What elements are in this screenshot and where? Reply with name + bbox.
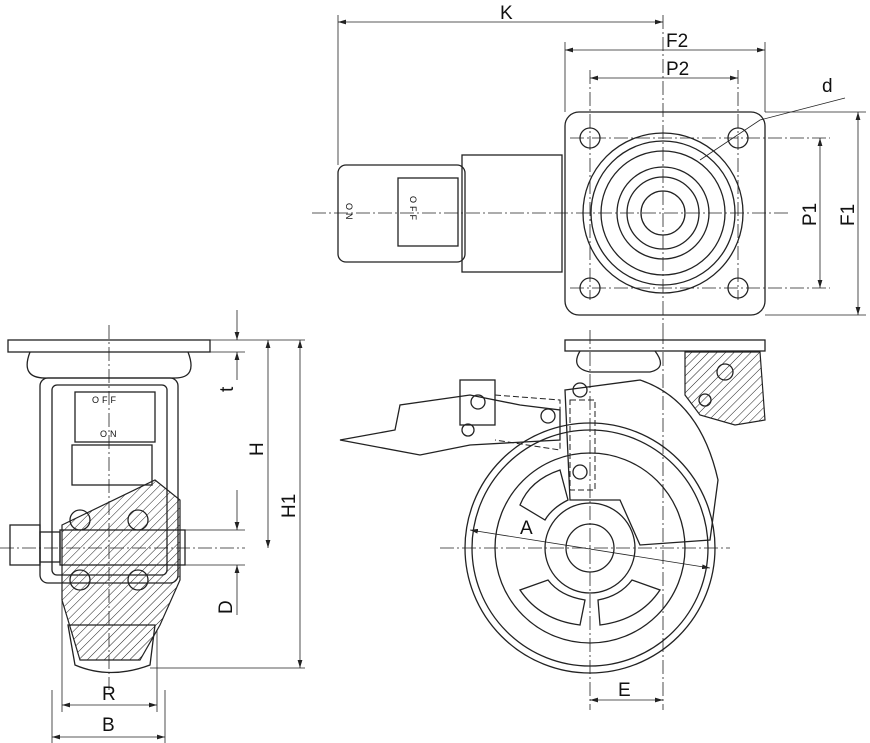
top-view: OFF ON K F2 P2 P1 F1 d <box>312 3 866 330</box>
mounting-plate <box>564 111 766 316</box>
dim-B: B <box>102 715 115 736</box>
dim-P2: P2 <box>666 59 689 80</box>
dim-d: d <box>822 76 833 97</box>
dim-P1: P1 <box>800 203 821 226</box>
dim-A: A <box>520 518 533 539</box>
dim-F1: F1 <box>838 204 859 226</box>
brake-on-label: ON <box>344 203 354 223</box>
side-view: A E <box>339 330 766 710</box>
front-on-label: ON <box>100 429 120 439</box>
dim-K: K <box>500 3 513 24</box>
dim-t: t <box>217 386 238 392</box>
brake-pedal <box>337 164 466 263</box>
side-plate <box>564 339 766 352</box>
dim-R: R <box>102 684 116 705</box>
brake-switch <box>397 177 459 247</box>
dim-F2: F2 <box>666 31 688 52</box>
dim-H1: H1 <box>279 494 300 518</box>
front-off-label: OFF <box>92 395 119 405</box>
brake-off-label: OFF <box>408 196 418 223</box>
axle-nut <box>9 524 41 566</box>
side-brake-lever <box>339 394 561 456</box>
wheel-tread <box>67 624 156 674</box>
dim-D: D <box>216 600 237 614</box>
dim-H: H <box>247 442 268 456</box>
front-view: OFF ON t H H1 D R <box>0 310 305 743</box>
dim-E: E <box>618 680 631 701</box>
